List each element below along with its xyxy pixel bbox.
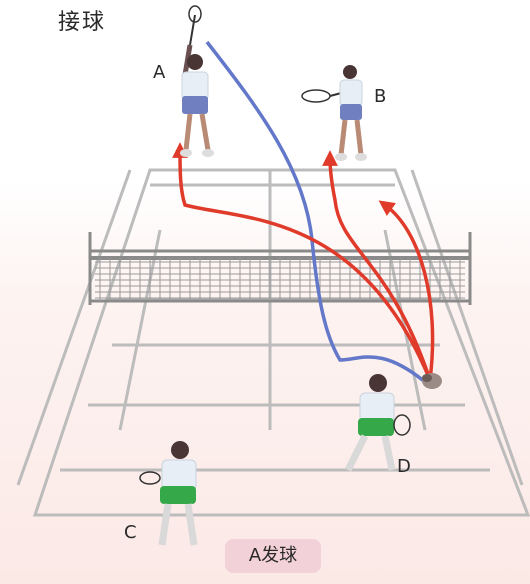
player-a-label: A [153,62,166,83]
net [88,232,472,305]
serve-trajectory [205,40,427,384]
shuttlecock-icon [422,373,442,389]
player-c-label: C [124,522,137,543]
player-d-label: D [397,456,411,477]
player-a-figure [180,5,214,157]
player-c-figure [139,441,198,546]
caption-badge: A发球 [225,539,321,573]
player-d-figure [344,374,411,472]
page-title: 接球 [58,10,107,35]
player-b-label: B [374,86,387,107]
return-trajectories [172,142,435,381]
player-b-figure [301,65,367,161]
